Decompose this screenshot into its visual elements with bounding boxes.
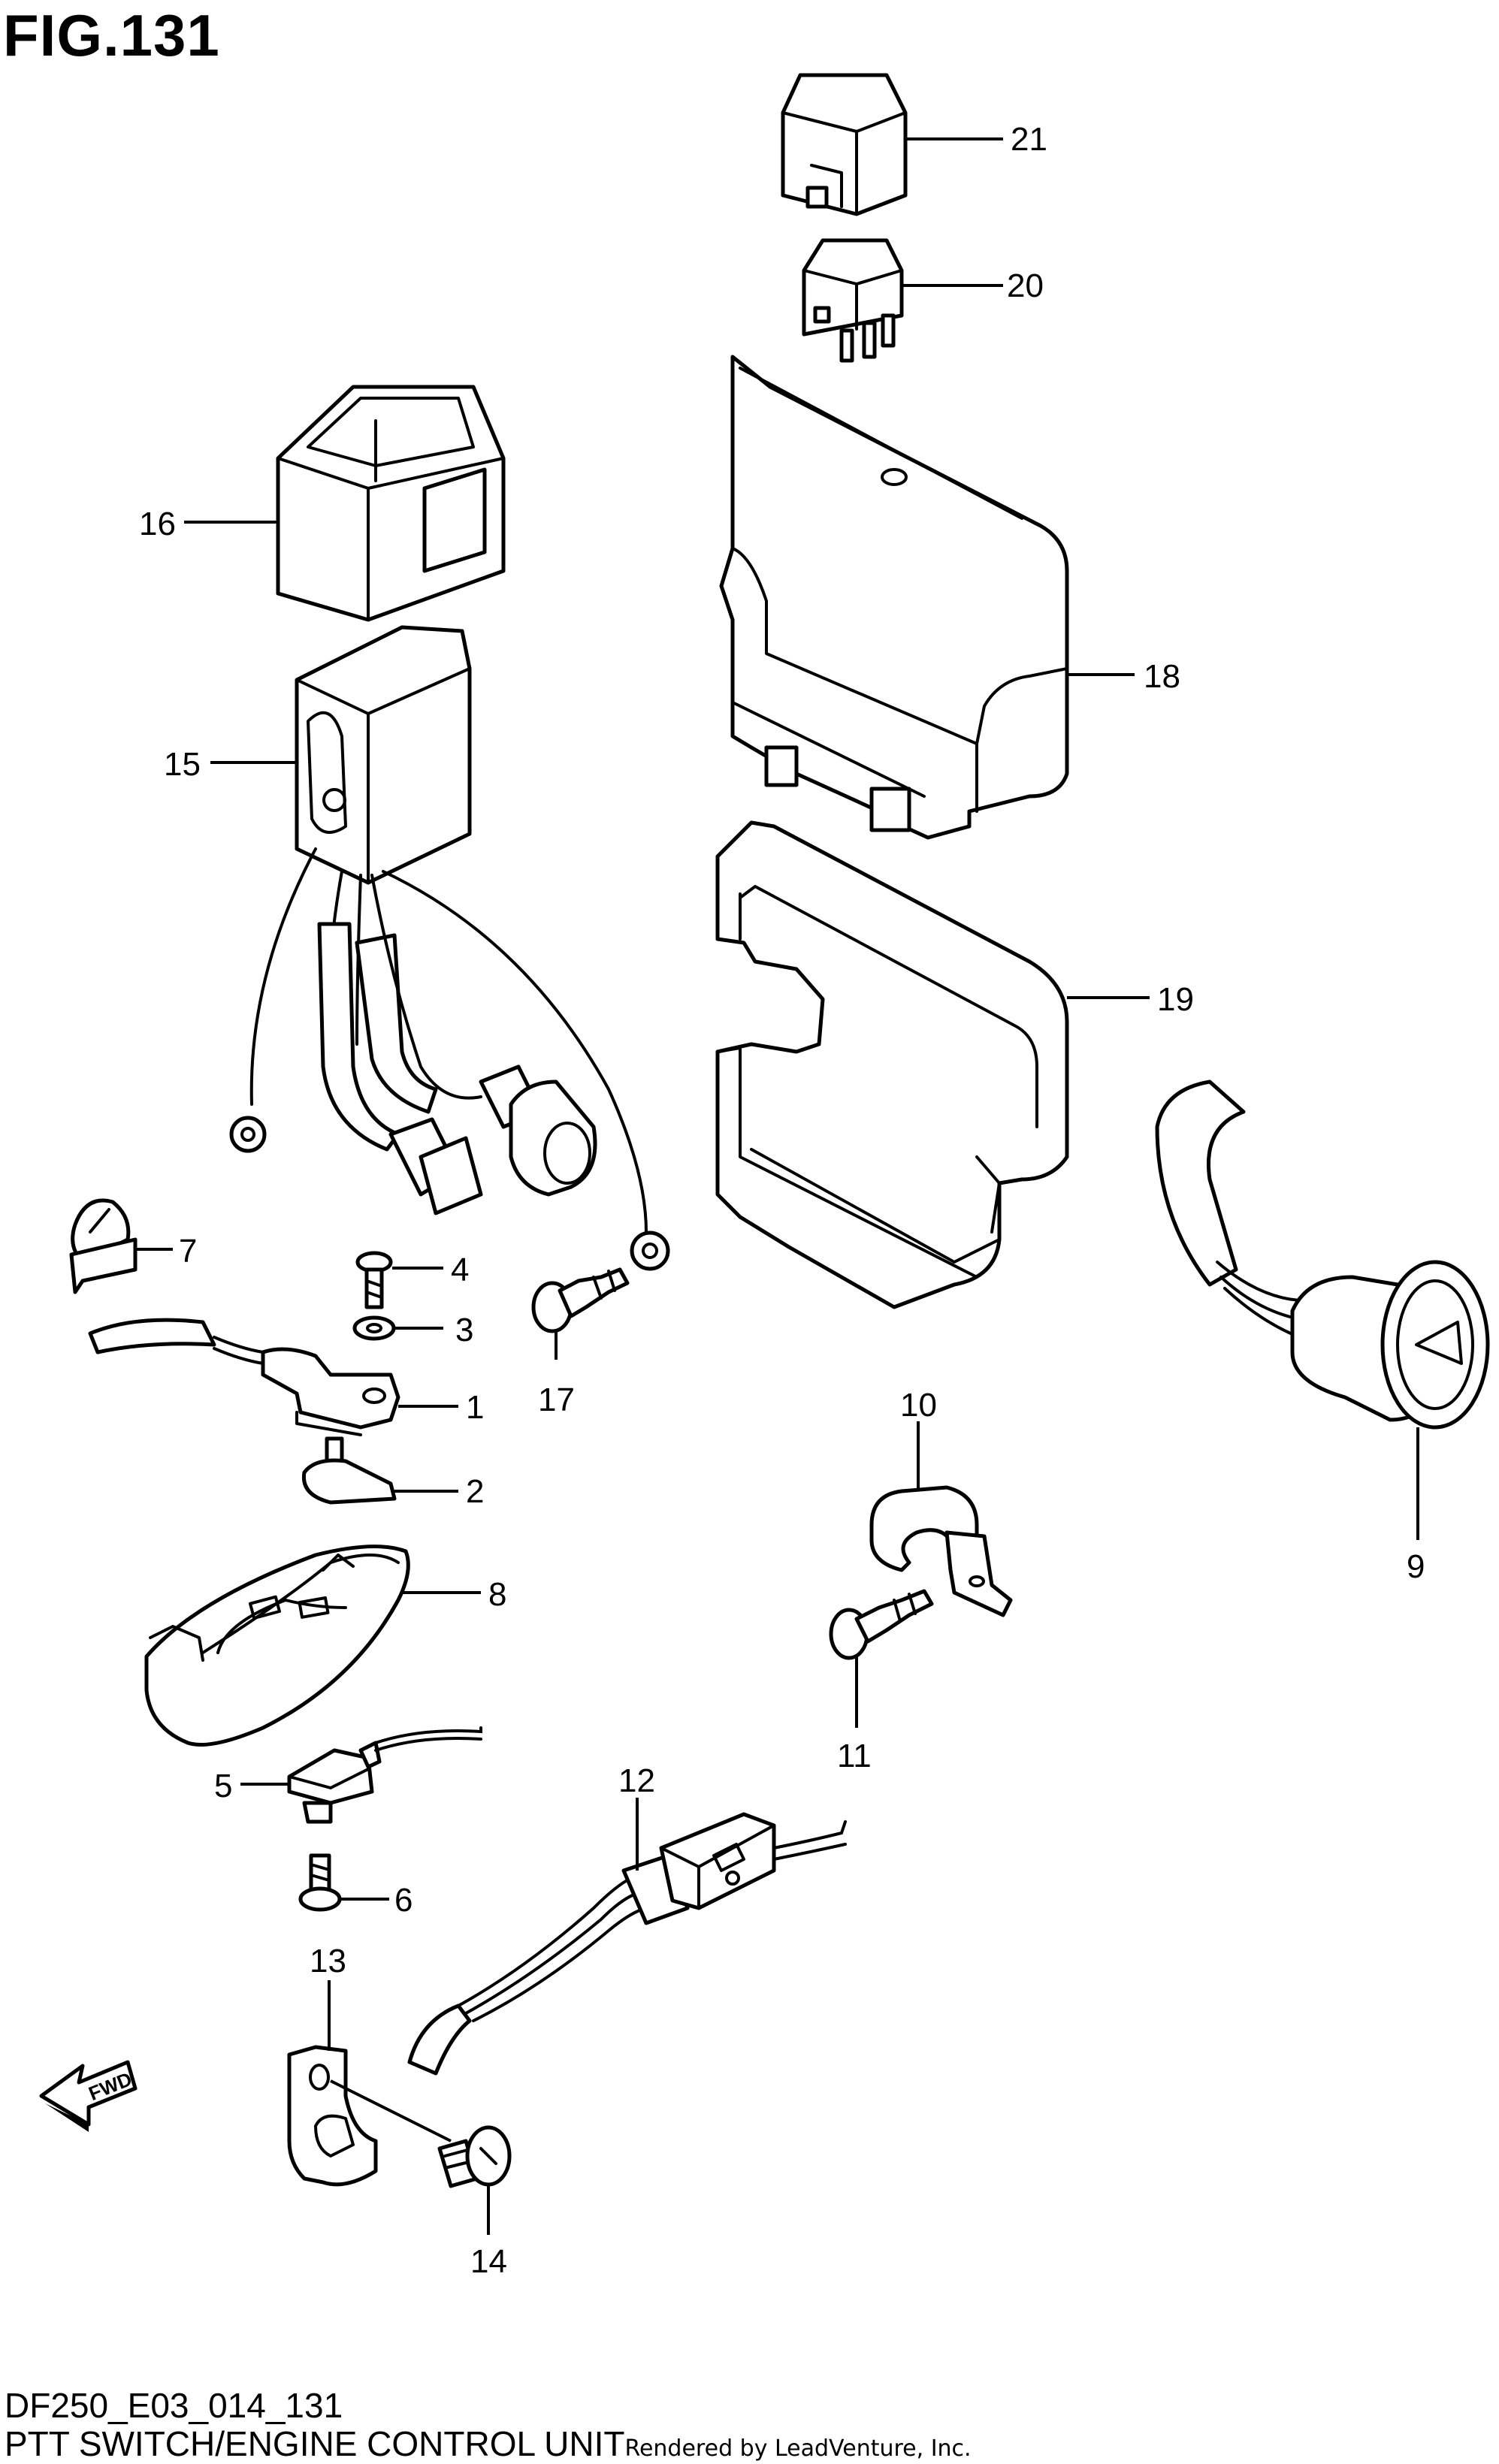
part-20-relay <box>802 238 904 363</box>
part-21-relay <box>781 73 908 216</box>
fwd-arrow-icon: FWD <box>39 2060 138 2132</box>
part-11-bolt <box>829 1589 934 1660</box>
callout-17: 17 <box>538 1381 575 1418</box>
callout-6: 6 <box>394 1882 413 1919</box>
part-9-switch <box>1155 1080 1490 1430</box>
part-14-screw <box>330 2079 512 2188</box>
diagram-title: PTT SWITCH/ENGINE CONTROL UNIT <box>5 2424 625 2463</box>
diagram-title-row: PTT SWITCH/ENGINE CONTROL UNITRendered b… <box>5 2423 972 2464</box>
part-4-screw <box>355 1251 393 1309</box>
callout-1: 1 <box>466 1389 484 1426</box>
model-code: DF250_E03_014_131 <box>5 2386 343 2425</box>
part-16-cover <box>276 385 506 622</box>
part-12-switch-harness <box>407 1812 847 2076</box>
callout-20: 20 <box>1007 267 1044 304</box>
callout-8: 8 <box>488 1576 506 1613</box>
callout-15: 15 <box>164 746 201 783</box>
part-5-switch <box>287 1726 482 1824</box>
part-10-clamp <box>869 1485 1013 1617</box>
part-18-ecu <box>719 355 1069 840</box>
part-2-lever <box>301 1436 397 1505</box>
callout-18: 18 <box>1144 658 1180 695</box>
part-3-washer <box>352 1315 396 1341</box>
callout-4: 4 <box>451 1252 469 1288</box>
callout-7: 7 <box>179 1233 197 1270</box>
callout-5: 5 <box>214 1768 232 1804</box>
part-8-cover <box>144 1545 410 1747</box>
callout-10: 10 <box>900 1387 937 1424</box>
figure-title: FIG.131 <box>3 2 220 68</box>
part-7-clamp <box>69 1198 138 1294</box>
callout-21: 21 <box>1011 121 1047 158</box>
callout-14: 14 <box>470 2243 507 2280</box>
part-6-screw <box>298 1853 342 1912</box>
part-13-clamp <box>287 2045 378 2187</box>
callout-2: 2 <box>466 1473 484 1510</box>
part-15-module-harness <box>229 625 670 1271</box>
callout-11: 11 <box>837 1738 872 1774</box>
callout-19: 19 <box>1157 981 1194 1018</box>
callout-16: 16 <box>139 506 176 542</box>
callout-3: 3 <box>455 1312 473 1348</box>
part-1-sensor <box>88 1318 400 1436</box>
callout-13: 13 <box>310 1943 346 1979</box>
render-credit: Rendered by LeadVenture, Inc. <box>624 2435 972 2462</box>
callout-9: 9 <box>1407 1548 1425 1585</box>
part-17-bolt <box>531 1267 630 1333</box>
part-19-ecu-case <box>715 820 1069 1309</box>
callout-12: 12 <box>618 1762 655 1799</box>
